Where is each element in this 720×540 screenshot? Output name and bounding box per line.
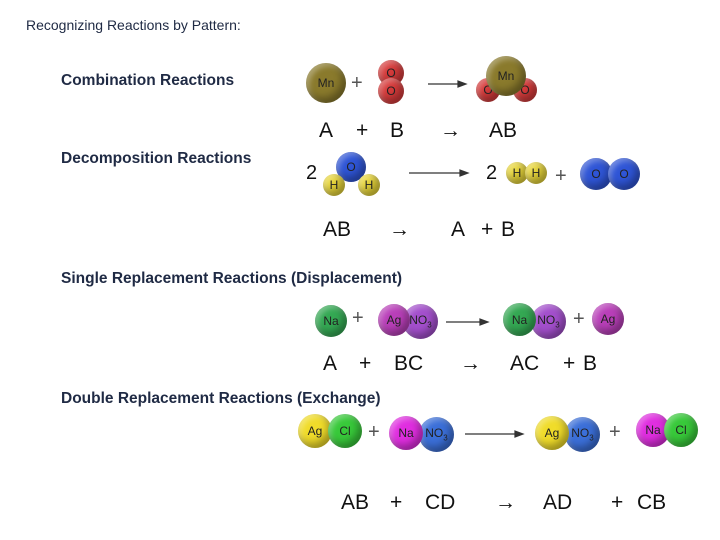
arrow-head (457, 80, 468, 88)
page-title: Recognizing Reactions by Pattern: (26, 17, 241, 33)
formula-plus: + (611, 491, 624, 514)
formula-plus: + (563, 352, 576, 375)
ag-atom: Ag (378, 304, 410, 336)
coefficient: 2 (306, 162, 318, 184)
no3-group: NO3 (419, 417, 454, 452)
o-atom: O (608, 158, 640, 190)
o-atom: O (378, 78, 404, 104)
cl-atom: Cl (664, 413, 698, 447)
plus-sign: + (368, 421, 380, 443)
formula-bc: BC (394, 352, 424, 375)
coefficient: 2 (486, 162, 498, 184)
formula-arrow: → (389, 218, 410, 241)
double-replacement-heading: Double Replacement Reactions (Exchange) (61, 390, 381, 407)
plus-sign: + (573, 308, 585, 330)
plus-sign: + (352, 307, 364, 329)
formula-a: A (451, 218, 466, 241)
cl-atom: Cl (328, 414, 362, 448)
formula-plus: + (481, 218, 494, 241)
mn-atom: Mn (306, 63, 346, 103)
formula-b: B (390, 119, 405, 142)
formula-b: B (583, 352, 598, 375)
na-atom: Na (315, 305, 347, 337)
formula-b: B (501, 218, 516, 241)
no3-group: NO3 (531, 304, 566, 339)
formula-arrow: → (495, 491, 516, 514)
plus-sign: + (351, 72, 363, 94)
arrow-head (479, 318, 490, 326)
formula-a: A (323, 352, 338, 375)
na-atom: Na (503, 303, 536, 336)
formula-cd: CD (425, 491, 456, 514)
h-atom: H (358, 174, 380, 196)
h-atom: H (525, 162, 547, 184)
formula-ac: AC (510, 352, 540, 375)
formula-ab: AB (341, 491, 370, 514)
formula-ad: AD (543, 491, 573, 514)
h-atom: H (506, 162, 528, 184)
o-atom: O (580, 158, 612, 190)
formula-plus: + (359, 352, 372, 375)
plus-sign: + (609, 421, 621, 443)
formula-ab: AB (323, 218, 352, 241)
combination-heading: Combination Reactions (61, 72, 235, 89)
formula-cb: CB (637, 491, 667, 514)
ag-atom: Ag (592, 303, 624, 335)
no3-group: NO3 (565, 417, 600, 452)
na-atom: Na (389, 416, 423, 450)
decomposition-heading: Decomposition Reactions (61, 150, 252, 167)
ag-atom: Ag (298, 414, 332, 448)
formula-plus: + (356, 119, 369, 142)
formula-arrow: → (460, 352, 481, 375)
arrow-head (459, 169, 470, 177)
plus-sign: + (555, 165, 567, 187)
formula-plus: + (390, 491, 403, 514)
formula-ab: AB (489, 119, 518, 142)
ag-atom: Ag (535, 416, 569, 450)
formula-a: A (319, 119, 334, 142)
single-replacement-heading: Single Replacement Reactions (Displaceme… (61, 270, 403, 287)
formula-arrow: → (440, 119, 461, 142)
mn-atom: Mn (486, 56, 526, 96)
h-atom: H (323, 174, 345, 196)
arrow-head (514, 430, 525, 438)
